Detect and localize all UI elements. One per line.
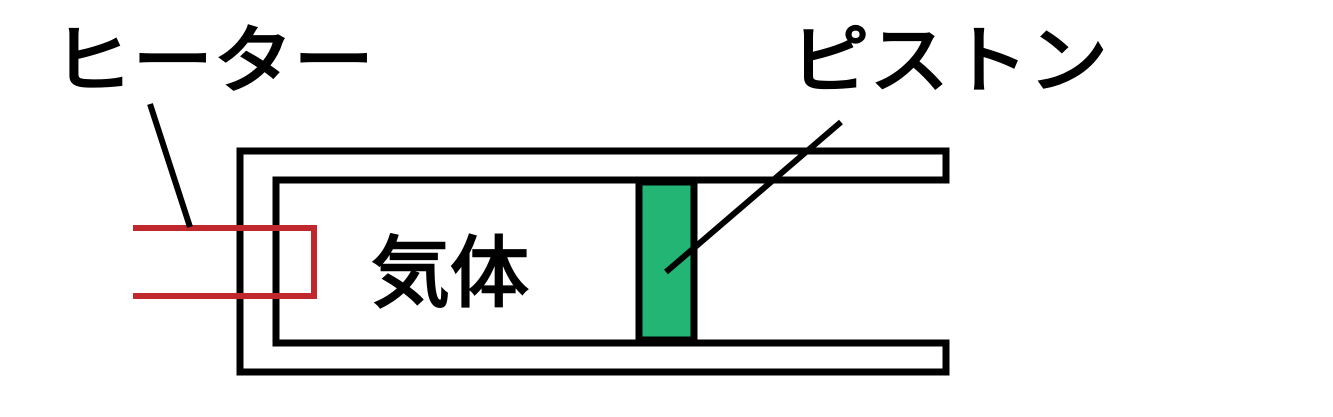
cylinder-outer-wall <box>236 147 946 376</box>
gas-label: 気体 <box>371 229 529 319</box>
cylinder-inner-wall <box>272 176 946 347</box>
piston-leader-line <box>664 119 843 275</box>
heater-label: ヒーター <box>52 18 374 104</box>
heater-wire <box>133 225 317 299</box>
piston <box>635 178 698 344</box>
heater-leader-line <box>147 103 193 228</box>
piston-label: ピストン <box>790 18 1108 104</box>
